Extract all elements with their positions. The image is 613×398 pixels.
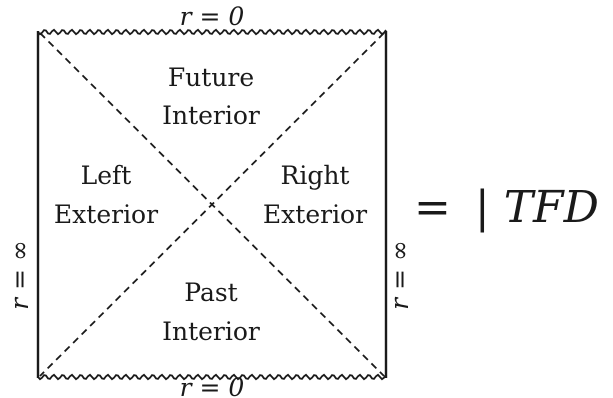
tfd-state-name: TFD <box>504 182 599 233</box>
left-boundary-label: r = ∞ <box>5 240 34 310</box>
left-exterior-label-line1: Left <box>81 161 132 190</box>
bottom-singularity-line <box>37 373 387 381</box>
ket-bar: | <box>475 182 490 233</box>
equals-sign: = <box>414 182 451 233</box>
bottom-boundary-label: r = 0 <box>180 373 245 398</box>
top-singularity-line <box>37 28 387 36</box>
future-interior-label-line2: Interior <box>162 101 260 130</box>
right-boundary-label: r = ∞ <box>385 240 414 310</box>
past-interior-label-line2: Interior <box>162 317 260 346</box>
past-interior-label-line1: Past <box>184 278 237 307</box>
right-exterior-label-line1: Right <box>281 161 350 190</box>
tfd-equation: = | TFD ⟩ <box>414 182 613 233</box>
horizon-line-ascending <box>39 32 385 377</box>
top-boundary-label: r = 0 <box>180 2 245 31</box>
left-exterior-label-line2: Exterior <box>54 200 158 229</box>
future-interior-label-line1: Future <box>168 63 254 92</box>
right-exterior-label-line2: Exterior <box>263 200 367 229</box>
